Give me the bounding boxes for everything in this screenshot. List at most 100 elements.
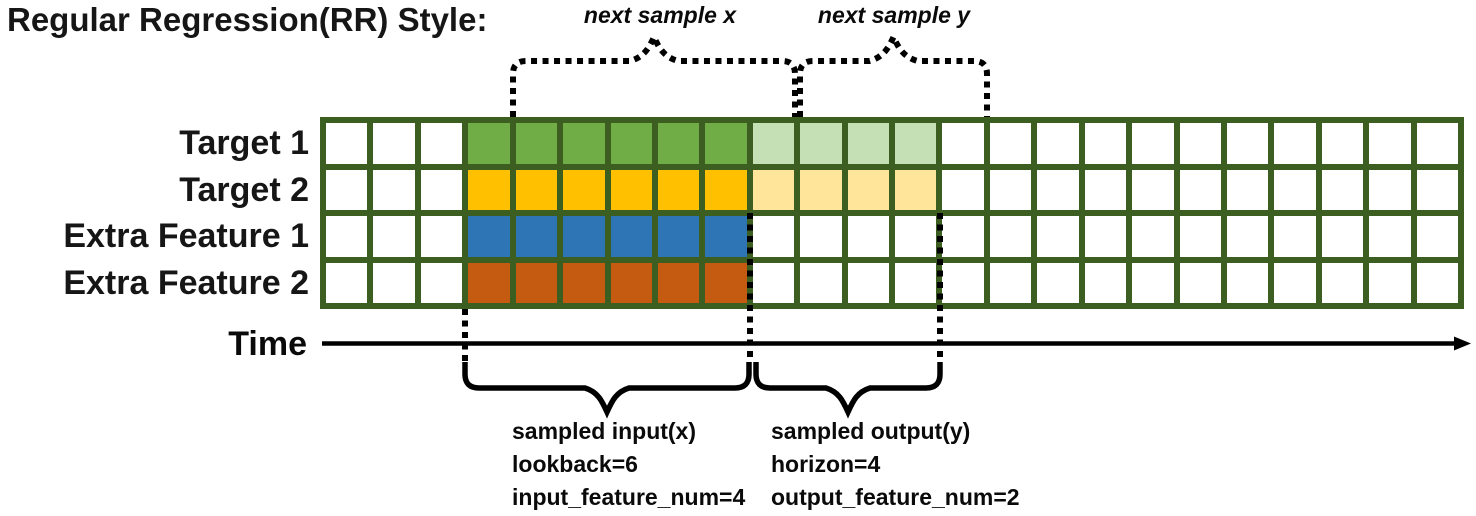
grid-cell	[752, 216, 795, 257]
grid-cell	[468, 169, 510, 210]
next-sample-x-brace	[510, 29, 798, 117]
grid-cell	[1321, 216, 1364, 257]
grid-cell	[1179, 169, 1221, 210]
diagram-title: Regular Regression(RR) Style:	[7, 1, 488, 38]
grid-cell	[326, 262, 368, 303]
grid-cell	[610, 169, 652, 210]
sampled-output-brace	[753, 362, 943, 419]
grid-cell	[1321, 169, 1364, 210]
grid-cell	[705, 169, 747, 210]
grid-cell	[1226, 123, 1269, 164]
grid-cell	[1369, 123, 1411, 164]
grid-cell	[1179, 262, 1221, 303]
row-label-target-1: Target 1	[179, 124, 309, 162]
grid-cell	[1037, 169, 1079, 210]
row-label-extra-feature-1: Extra Feature 1	[63, 217, 309, 255]
grid-cell	[515, 216, 558, 257]
grid-cell	[1226, 216, 1269, 257]
grid-cell	[1132, 169, 1174, 210]
grid-cell	[420, 262, 463, 303]
grid-cell	[847, 169, 889, 210]
grid-cell	[752, 262, 795, 303]
grid-cell	[515, 169, 558, 210]
grid-cell	[420, 169, 463, 210]
grid-cell	[326, 216, 368, 257]
grid-cell	[800, 169, 842, 210]
grid-cell	[752, 169, 795, 210]
grid-cell	[1369, 262, 1411, 303]
sampled-input-line: sampled input(x)	[512, 418, 697, 444]
grid-cell	[1274, 169, 1316, 210]
lookback-line: lookback=6	[512, 451, 638, 477]
grid-cell	[515, 262, 558, 303]
grid-cell	[610, 216, 652, 257]
grid-cell	[895, 262, 937, 303]
grid-cell	[1416, 169, 1458, 210]
grid-cell	[942, 262, 984, 303]
grid-cell	[1084, 123, 1127, 164]
grid-cell	[420, 123, 463, 164]
next-sample-x-label: next sample x	[583, 2, 737, 28]
grid-cell	[326, 169, 368, 210]
grid-cell	[705, 262, 747, 303]
grid-cell	[1369, 169, 1411, 210]
grid-cell	[610, 123, 652, 164]
next-sample-y-brace	[797, 29, 990, 117]
sampled-input-brace	[462, 362, 752, 419]
grid-cell	[752, 123, 795, 164]
grid-cell	[1179, 216, 1221, 257]
next-sample-y-label: next sample y	[817, 2, 971, 28]
grid-cell	[1416, 123, 1458, 164]
sampled-output-caption: sampled output(y) horizon=4 output_featu…	[771, 415, 1020, 514]
grid-cell	[705, 123, 747, 164]
grid-cell	[800, 216, 842, 257]
output-feature-num-line: output_feature_num=2	[771, 484, 1020, 510]
grid-cell	[1037, 123, 1079, 164]
grid-cell	[1321, 123, 1364, 164]
grid-cell	[1321, 262, 1364, 303]
grid-cell	[989, 216, 1032, 257]
grid-cell	[989, 123, 1032, 164]
grid-cell	[468, 216, 510, 257]
grid-cell	[1416, 216, 1458, 257]
grid-cell	[563, 169, 605, 210]
grid-cell	[895, 216, 937, 257]
sampled-output-line: sampled output(y)	[771, 418, 971, 444]
grid-cell	[373, 216, 415, 257]
timeline-grid	[320, 117, 1464, 309]
grid-cell	[373, 169, 415, 210]
grid-cell	[1416, 262, 1458, 303]
time-label: Time	[228, 325, 307, 363]
grid-cell	[657, 169, 700, 210]
grid-cell	[705, 216, 747, 257]
grid-cell	[942, 216, 984, 257]
grid-cell	[468, 262, 510, 303]
grid-cell	[657, 216, 700, 257]
grid-cell	[563, 123, 605, 164]
grid-cell	[1084, 169, 1127, 210]
grid-cell	[847, 123, 889, 164]
grid-cell	[800, 123, 842, 164]
grid-cell	[420, 216, 463, 257]
grid-cell	[800, 262, 842, 303]
grid-cell	[1132, 216, 1174, 257]
grid-cell	[1274, 262, 1316, 303]
grid-cell	[468, 123, 510, 164]
horizon-line: horizon=4	[771, 451, 881, 477]
grid-cell	[1274, 123, 1316, 164]
row-label-extra-feature-2: Extra Feature 2	[63, 263, 309, 302]
grid-cell	[515, 123, 558, 164]
grid-cell	[1084, 262, 1127, 303]
grid-cell	[1037, 262, 1079, 303]
grid-cell	[1226, 262, 1269, 303]
grid-cell	[895, 169, 937, 210]
grid-cell	[1179, 123, 1221, 164]
grid-cell	[373, 123, 415, 164]
grid-cell	[1084, 216, 1127, 257]
grid-cell	[563, 216, 605, 257]
grid-cell	[1226, 169, 1269, 210]
grid-cell	[1369, 216, 1411, 257]
grid-cell	[373, 262, 415, 303]
grid-cell	[657, 262, 700, 303]
grid-cell	[942, 169, 984, 210]
